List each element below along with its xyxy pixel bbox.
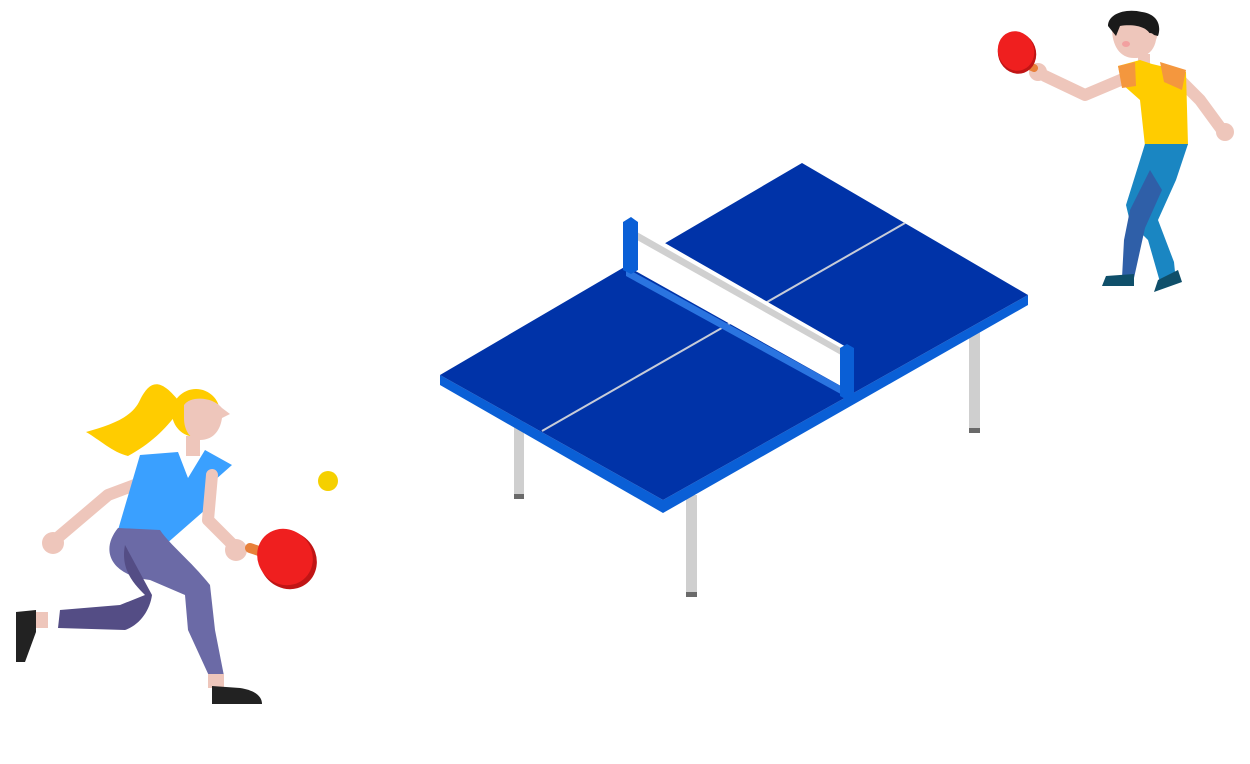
ping-pong-table: [440, 163, 1028, 597]
ping-pong-ball: [318, 471, 338, 491]
woman-pants: [109, 528, 224, 678]
table-edge: [440, 295, 1028, 513]
player-woman: [16, 384, 317, 704]
woman-paddle: [245, 528, 317, 590]
woman-ponytail: [86, 384, 178, 456]
table-net: [623, 217, 854, 400]
man-paddle: [997, 31, 1038, 74]
player-man: [997, 10, 1234, 292]
table-legs: [514, 330, 980, 597]
man-pants: [1126, 144, 1188, 282]
woman-shirt: [118, 450, 232, 545]
